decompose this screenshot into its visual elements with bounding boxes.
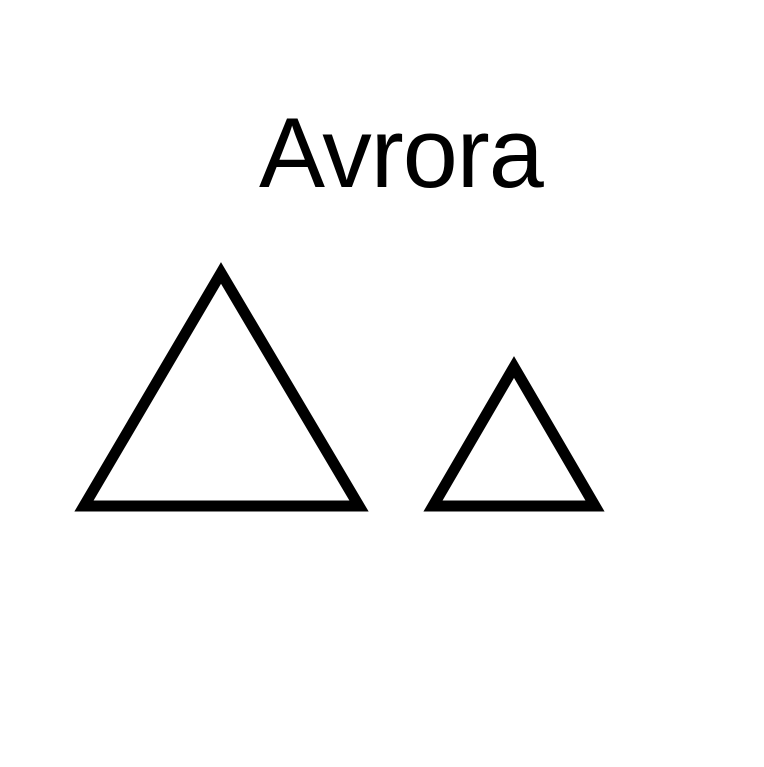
- avrora-title: Avrora: [259, 97, 544, 208]
- small-triangle-icon: [423, 356, 605, 512]
- large-triangle-icon: [74, 262, 369, 512]
